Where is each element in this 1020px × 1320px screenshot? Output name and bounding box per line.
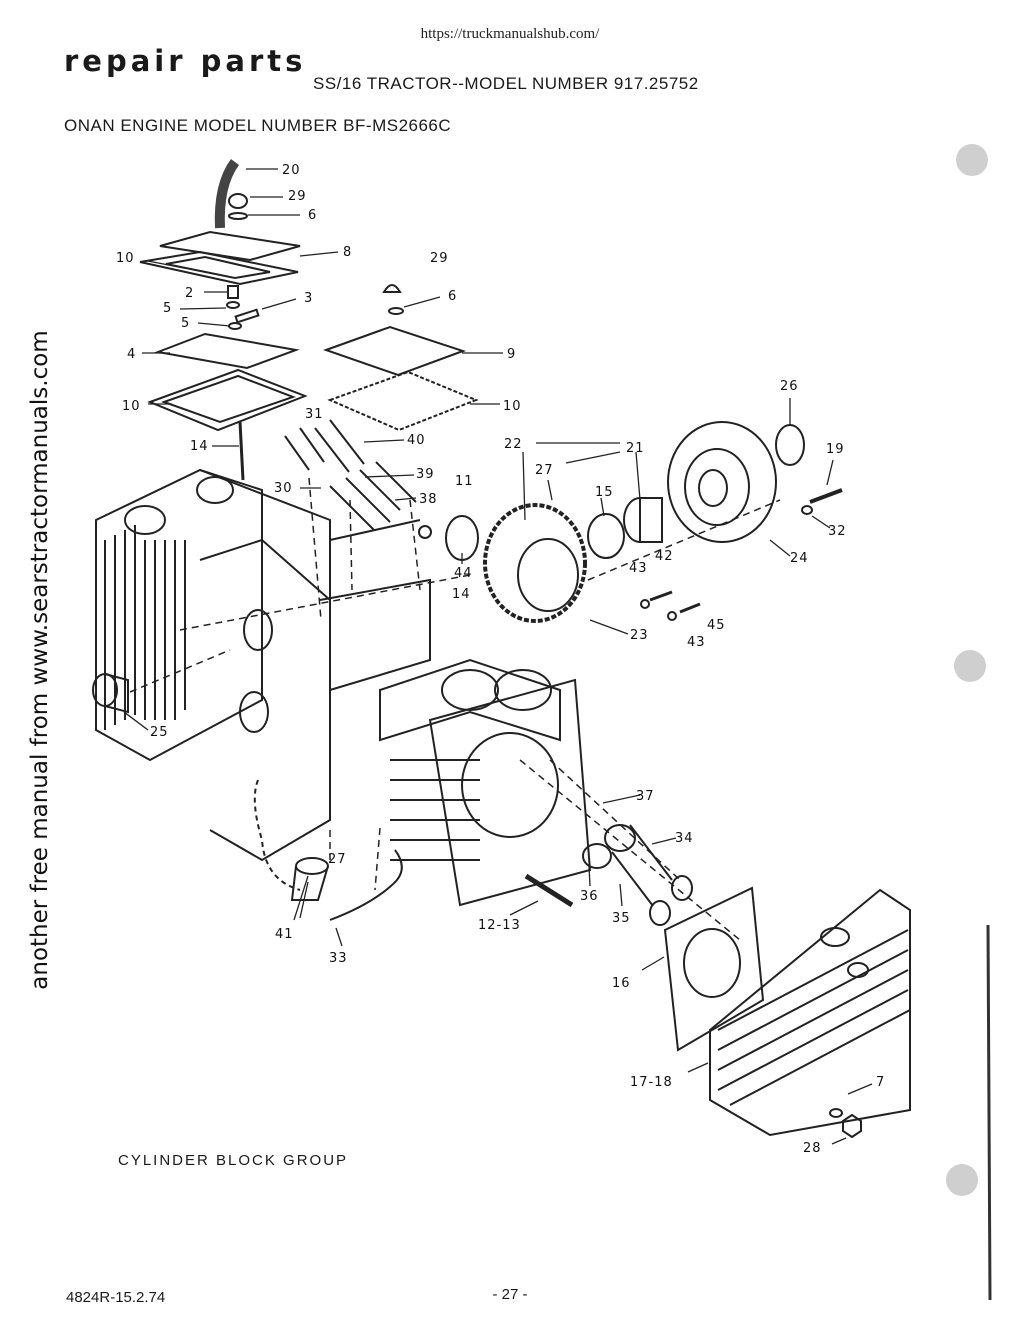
callout-label: 42 xyxy=(655,549,674,564)
page-title: repair parts xyxy=(64,44,307,78)
callout-label: 5 xyxy=(181,316,190,331)
callout-label: 14 xyxy=(452,587,471,602)
tractor-model-heading: SS/16 TRACTOR--MODEL NUMBER 917.25752 xyxy=(313,74,699,93)
callout-label: 43 xyxy=(629,561,648,576)
callout-label: 45 xyxy=(707,618,726,633)
callout-label: 10 xyxy=(122,399,141,414)
punch-hole xyxy=(946,1164,978,1196)
document-number: 4824R-15.2.74 xyxy=(66,1289,166,1306)
callout-label: 37 xyxy=(636,789,655,804)
callout-label: 16 xyxy=(612,976,631,991)
callout-label: 35 xyxy=(612,911,631,926)
callout-label: 25 xyxy=(150,725,169,740)
callout-label: 19 xyxy=(826,442,845,457)
callout-label: 43 xyxy=(687,635,706,650)
callout-label: 29 xyxy=(430,251,449,266)
callout-label: 9 xyxy=(507,347,516,362)
callout-label: 32 xyxy=(828,524,847,539)
callout-label: 4 xyxy=(127,347,136,362)
callout-label: 30 xyxy=(274,481,293,496)
callout-label: 10 xyxy=(116,251,135,266)
callout-label: 12-13 xyxy=(478,918,521,933)
engine-model-heading: ONAN ENGINE MODEL NUMBER BF-MS2666C xyxy=(64,116,452,135)
callout-label: 33 xyxy=(329,951,348,966)
diagram-group-title: CYLINDER BLOCK GROUP xyxy=(118,1152,349,1169)
callout-label: 27 xyxy=(535,463,554,478)
callout-label: 23 xyxy=(630,628,649,643)
callout-label: 17-18 xyxy=(630,1075,673,1090)
callout-label: 31 xyxy=(305,407,324,422)
page-number: - 27 - xyxy=(492,1286,528,1303)
callout-label: 40 xyxy=(407,433,426,448)
callout-label: 6 xyxy=(448,289,457,304)
callout-label: 5 xyxy=(163,301,172,316)
punch-hole xyxy=(954,650,986,682)
callout-label: 8 xyxy=(343,245,352,260)
callout-label: 6 xyxy=(308,208,317,223)
source-url[interactable]: https://truckmanualshub.com/ xyxy=(420,26,600,42)
punch-hole xyxy=(956,144,988,176)
callout-label: 22 xyxy=(504,437,523,452)
callout-label: 10 xyxy=(503,399,522,414)
callout-label: 7 xyxy=(876,1075,885,1090)
callout-label: 34 xyxy=(675,831,694,846)
callout-label: 26 xyxy=(780,379,799,394)
callout-label: 11 xyxy=(455,474,474,489)
callout-label: 15 xyxy=(595,485,614,500)
callout-label: 27 xyxy=(328,852,347,867)
callout-label: 44 xyxy=(454,566,473,581)
callout-label: 38 xyxy=(419,492,438,507)
callout-label: 20 xyxy=(282,163,301,178)
callout-label: 21 xyxy=(626,441,645,456)
callout-label: 41 xyxy=(275,927,294,942)
callout-label: 28 xyxy=(803,1141,822,1156)
callout-label: 2 xyxy=(185,286,194,301)
callout-label: 24 xyxy=(790,551,809,566)
callout-label: 39 xyxy=(416,467,435,482)
callout-label: 14 xyxy=(190,439,209,454)
binding-edge xyxy=(986,924,992,1301)
callout-label: 3 xyxy=(304,291,313,306)
callout-label: 36 xyxy=(580,889,599,904)
callout-label: 29 xyxy=(288,189,307,204)
